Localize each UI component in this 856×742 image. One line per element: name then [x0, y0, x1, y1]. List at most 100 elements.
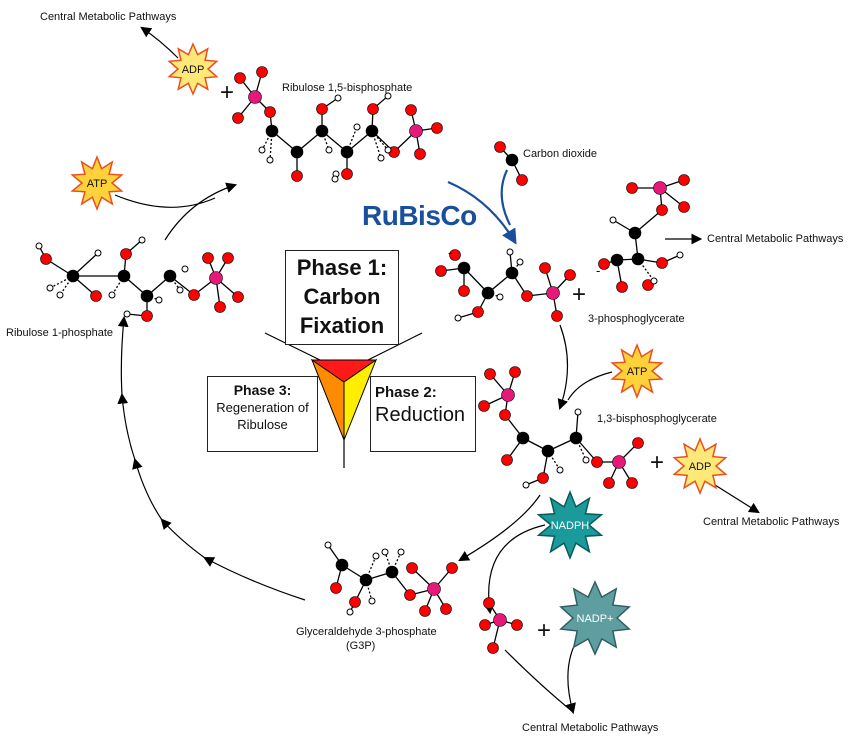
hydrogen-atom — [266, 156, 274, 164]
carbon-atom — [335, 558, 349, 572]
oxygen-atom — [483, 597, 495, 609]
oxygen-atom — [214, 301, 226, 313]
oxygen-atom — [202, 252, 214, 264]
star-burst — [536, 489, 604, 561]
oxygen-atom — [232, 112, 244, 124]
oxygen-atom — [440, 603, 452, 615]
label-co2: Carbon dioxide — [523, 148, 597, 160]
arrow-ru1p-to-rubp — [164, 182, 238, 241]
charge-signs: - - — [448, 245, 600, 278]
phase-triangle — [264, 332, 423, 468]
hydrogen-atom — [506, 248, 514, 256]
phase-3-name: Ribulose — [237, 417, 288, 432]
label-g3p: Glyceraldehyde 3-phosphate — [296, 626, 437, 638]
oxygen-atom — [616, 281, 628, 293]
phase-2-box: Phase 2: Reduction — [370, 376, 476, 452]
molecule-phosphate — [479, 597, 523, 654]
oxygen-atom — [405, 104, 417, 116]
signs: + + + + — [220, 79, 664, 644]
hydrogen-atom — [35, 242, 43, 250]
oxygen-atom — [90, 290, 102, 302]
carbon-atom — [541, 444, 555, 458]
carbon-atom — [140, 289, 154, 303]
hydrogen-atom — [609, 216, 617, 224]
oxygen-atom — [222, 252, 234, 264]
carbon-atom — [365, 124, 379, 138]
hydrogen-atom — [94, 249, 102, 257]
oxygen-atom — [256, 66, 268, 78]
label-cmp-right2: Central Metabolic Pathways — [703, 516, 840, 528]
hydrogen-atom — [496, 293, 504, 301]
star-burst — [559, 580, 631, 656]
hydrogen-atom — [384, 146, 392, 154]
phase-3-box: Phase 3: Regeneration of Ribulose — [207, 376, 318, 452]
carbon-atom — [505, 266, 519, 280]
oxygen-atom — [632, 437, 644, 449]
carbon-atom — [516, 431, 530, 445]
badge-nadp: NADP+ — [559, 580, 631, 656]
oxygen-atom — [414, 148, 426, 160]
badge-label: ADP — [182, 64, 205, 76]
molecule-pga-right — [598, 174, 690, 293]
plus-sign: + — [220, 79, 234, 106]
bond-dashed — [261, 130, 273, 151]
oxygen-atom — [626, 477, 638, 489]
oxygen-atom — [511, 619, 523, 631]
oxygen-atom — [521, 290, 533, 302]
hydrogen-atom — [556, 466, 564, 474]
hydrogen-atom — [325, 146, 333, 154]
oxygen-atom — [626, 182, 638, 194]
oxygen-atom — [591, 456, 603, 468]
arrow-atp2-in — [567, 371, 613, 401]
hydrogen-atom — [324, 541, 332, 549]
oxygen-atom — [472, 306, 484, 318]
molecule-ru1p — [35, 236, 244, 322]
label-rubp: Ribulose 1,5-bisphosphate — [282, 82, 413, 94]
plus-sign: + — [572, 281, 586, 308]
carbon-atom — [66, 269, 80, 283]
hydrogen-atom — [108, 291, 116, 299]
hydrogen-atom — [368, 597, 376, 605]
oxygen-atom — [419, 605, 431, 617]
oxygen-atom — [291, 170, 303, 182]
minus-sign: - — [448, 245, 452, 260]
oxygen-atom — [499, 409, 511, 421]
badge-adp-right: ADP — [672, 437, 728, 495]
star-burst — [672, 437, 728, 495]
phosphorus-atom — [427, 582, 441, 596]
phase-1-name: Carbon — [303, 284, 381, 309]
carbon-atom — [290, 145, 304, 159]
oxygen-atom — [435, 265, 447, 277]
carbon-atom — [340, 145, 354, 159]
molecule-bpg — [478, 366, 644, 489]
arrow-left-4 — [117, 315, 129, 396]
hydrogen-atom — [574, 408, 582, 416]
phosphorus-atom — [248, 90, 262, 104]
bond-dashed — [384, 551, 393, 573]
phase-2-title: Phase 2: — [375, 384, 437, 401]
oxygen-atom — [598, 258, 610, 270]
minus-sign: - — [596, 263, 600, 278]
label-cmp-right1: Central Metabolic Pathways — [707, 233, 844, 245]
oxygen-atom — [120, 248, 132, 260]
label-ru1p: Ribulose 1-phosphate — [6, 327, 114, 339]
arrow-nadph-in — [483, 524, 546, 615]
arrow-atp-in — [114, 194, 216, 208]
oxygen-atom — [458, 285, 470, 297]
oxygen-atom — [330, 582, 342, 594]
oxygen-atom — [494, 141, 506, 153]
label-bpg: 1,3-bisphosphoglycerate — [597, 413, 717, 425]
molecule-g3p — [324, 541, 458, 617]
label-rubisco: RuBisCo — [362, 200, 477, 231]
hydrogen-atom — [155, 296, 163, 304]
oxygen-atom — [367, 103, 379, 115]
carbon-atom — [481, 286, 495, 300]
hydrogen-atom — [676, 251, 684, 259]
hydrogen-atom — [334, 94, 342, 102]
hydrogen-atom — [176, 286, 184, 294]
hydrogen-atom — [123, 310, 131, 318]
oxygen-atom — [603, 477, 615, 489]
oxygen-atom — [40, 253, 52, 265]
